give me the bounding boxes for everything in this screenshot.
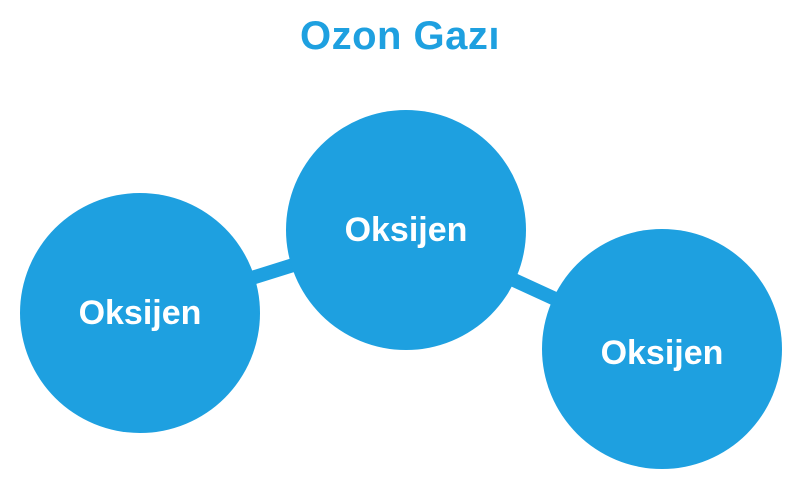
atom-right-circle [542, 229, 782, 469]
atom-right: Oksijen [542, 229, 782, 469]
atom-center: Oksijen [286, 110, 526, 350]
diagram-title: Ozon Gazı [299, 14, 501, 58]
atom-left-label: Oksijen [79, 294, 202, 332]
atom-left: Oksijen [20, 193, 260, 433]
atom-center-label: Oksijen [345, 211, 468, 249]
atom-right-label: Oksijen [601, 334, 724, 372]
atom-center-circle [286, 110, 526, 350]
atom-left-circle [20, 193, 260, 433]
